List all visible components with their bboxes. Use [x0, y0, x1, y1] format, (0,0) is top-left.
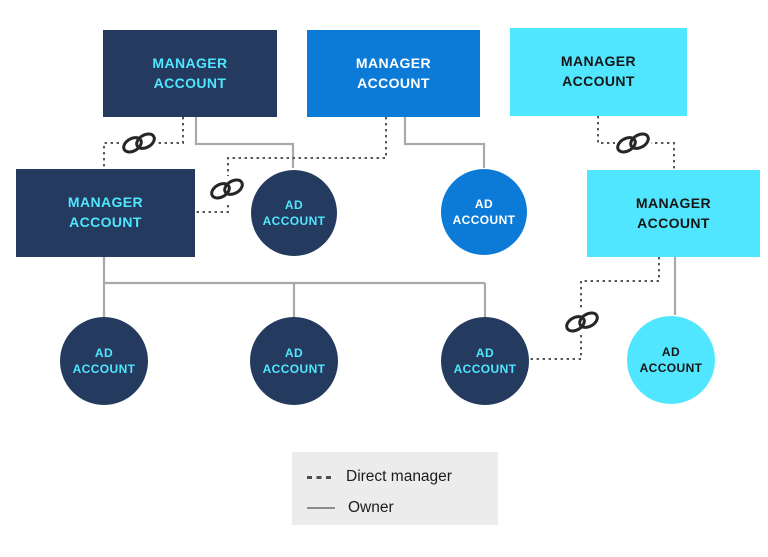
node-label: AD ACCOUNT	[639, 344, 703, 375]
node-label: AD ACCOUNT	[453, 345, 517, 376]
direct-manager-connector-midright-to-ad-bottom-3	[530, 257, 660, 360]
node-label: AD ACCOUNT	[262, 345, 326, 376]
direct-manager-connector-topleft-to-midleft	[103, 117, 184, 168]
link-icon	[207, 174, 247, 204]
node-label: MANAGER ACCOUNT	[560, 53, 637, 89]
node-label: MANAGER ACCOUNT	[635, 194, 712, 231]
legend-label: Direct manager	[346, 468, 452, 485]
link-icon	[562, 307, 602, 337]
node-ad-account-bottom-1: AD ACCOUNT	[60, 317, 148, 405]
legend: Direct manager Owner	[292, 452, 498, 525]
node-ad-account-bottom-2: AD ACCOUNT	[250, 317, 338, 405]
owner-connector-topcenter-to-ad-mid-blue	[403, 117, 486, 168]
node-label: AD ACCOUNT	[262, 197, 326, 228]
dashed-line-swatch	[307, 475, 333, 479]
direct-manager-connector-topcenter-to-midleft	[196, 117, 387, 213]
node-ad-account-mid-blue: AD ACCOUNT	[441, 169, 527, 255]
node-label: MANAGER ACCOUNT	[152, 54, 228, 91]
solid-line-swatch	[307, 507, 335, 509]
node-ad-account-bottom-3: AD ACCOUNT	[441, 317, 529, 405]
node-manager-account-top-left: MANAGER ACCOUNT	[103, 30, 277, 117]
node-manager-account-mid-left: MANAGER ACCOUNT	[16, 169, 195, 257]
legend-item-owner: Owner	[307, 496, 498, 520]
node-ad-account-bottom-cyan: AD ACCOUNT	[627, 316, 715, 404]
node-label: MANAGER ACCOUNT	[355, 54, 432, 91]
node-manager-account-mid-right: MANAGER ACCOUNT	[587, 170, 760, 257]
node-manager-account-top-right: MANAGER ACCOUNT	[510, 28, 687, 116]
node-manager-account-top-center: MANAGER ACCOUNT	[307, 30, 480, 117]
node-label: MANAGER ACCOUNT	[67, 194, 144, 230]
legend-label: Owner	[348, 499, 394, 516]
node-ad-account-mid-dark: AD ACCOUNT	[251, 170, 337, 256]
node-label: AD ACCOUNT	[452, 196, 516, 227]
link-icon	[119, 128, 159, 158]
legend-item-direct-manager: Direct manager	[307, 465, 498, 489]
direct-manager-connector-topright-to-midright	[597, 116, 675, 169]
node-label: AD ACCOUNT	[72, 345, 136, 376]
owner-connector-topleft-to-ad-mid-dark	[194, 117, 295, 168]
link-icon	[613, 128, 653, 158]
